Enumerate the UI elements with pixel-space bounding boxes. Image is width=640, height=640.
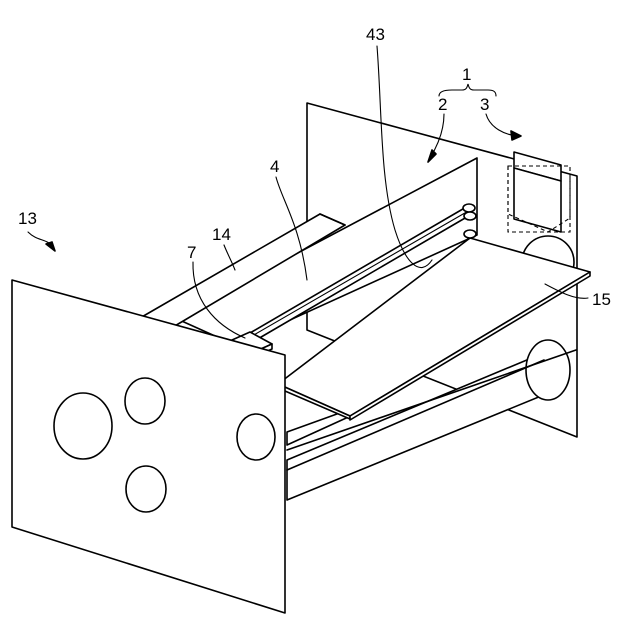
label-4: 4: [270, 157, 279, 176]
label-7: 7: [187, 243, 196, 262]
label-13: 13: [18, 209, 37, 228]
label-43: 43: [366, 25, 385, 44]
label-1: 1: [462, 65, 471, 84]
drive-unit-3: [508, 152, 570, 232]
label-15: 15: [592, 290, 611, 309]
label-2: 2: [438, 95, 447, 114]
label-14: 14: [212, 225, 231, 244]
label-3: 3: [480, 95, 489, 114]
